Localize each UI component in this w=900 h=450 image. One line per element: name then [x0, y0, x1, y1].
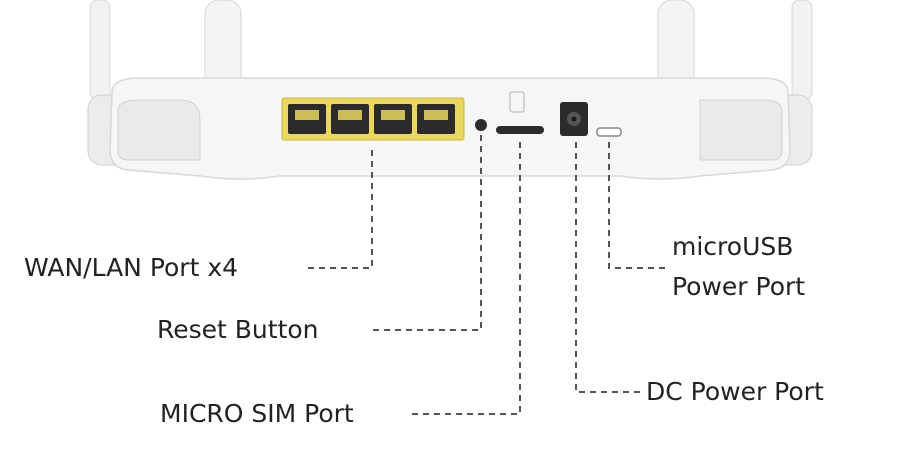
dc-jack — [560, 102, 588, 136]
callout-reset: Reset Button — [157, 313, 319, 347]
leader-lines — [306, 135, 668, 415]
callout-microusb: microUSB Power Port — [672, 230, 805, 304]
ethernet-ports — [281, 97, 465, 141]
callout-dc-power: DC Power Port — [646, 375, 824, 409]
dc-power-label: DC Power Port — [646, 377, 824, 406]
sim-slot-opening — [496, 126, 544, 134]
microusb-label-line2: Power Port — [672, 272, 806, 301]
sim-slot — [496, 91, 544, 134]
antenna-left-top — [89, 0, 111, 101]
callout-wan-lan: WAN/LAN Port x4 — [24, 251, 238, 285]
body-recess-right — [699, 99, 783, 161]
microusb-label-line1: microUSB — [672, 232, 794, 261]
sim-label: MICRO SIM Port — [160, 399, 354, 428]
leader-microusb — [608, 142, 668, 269]
microusb-port — [596, 127, 622, 137]
leader-sim — [412, 142, 521, 415]
body-recess-left — [117, 99, 201, 161]
callout-sim: MICRO SIM Port — [160, 397, 354, 431]
reset-button-hole — [475, 119, 487, 131]
wan-lan-label: WAN/LAN Port x4 — [24, 253, 239, 282]
antenna-right-top — [791, 0, 813, 101]
sim-icon — [509, 91, 525, 113]
reset-label: Reset Button — [157, 315, 319, 344]
